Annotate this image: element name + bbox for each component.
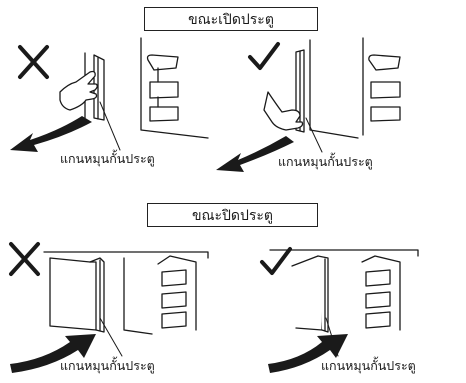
opening-title: ขณะเปิดประตู <box>144 7 318 31</box>
panel-close-right <box>260 247 419 373</box>
panel-open-wrong <box>10 37 209 152</box>
close-direction-arrow <box>10 334 96 373</box>
panel-close-wrong <box>9 242 209 373</box>
refrigerator-body <box>269 249 419 333</box>
close-direction-arrow <box>268 334 348 373</box>
hand-icon <box>59 70 98 111</box>
callout-label: แกนหมุนกั้นประตู <box>60 358 155 373</box>
callout-label: แกนหมุนกั้นประตู <box>60 151 155 166</box>
cross-icon <box>18 45 49 79</box>
open-direction-arrow <box>10 116 92 152</box>
hand-icon <box>263 91 304 131</box>
check-icon <box>260 247 292 275</box>
open-direction-arrow <box>216 136 294 172</box>
panel-open-right <box>216 37 401 172</box>
callout-label: แกนหมุนกั้นประตู <box>278 154 373 169</box>
callout-leader <box>99 317 123 357</box>
callout-leader <box>305 117 323 153</box>
closing-title: ขณะปิดประตู <box>147 203 318 227</box>
check-icon <box>248 42 280 70</box>
callout-leader <box>99 101 121 151</box>
callout-label: แกนหมุนกั้นประตู <box>321 358 416 373</box>
cross-icon <box>9 242 40 276</box>
callout-leader <box>325 317 339 357</box>
refrigerator-body <box>43 251 209 335</box>
refrigerator-door <box>84 37 209 139</box>
refrigerator-door <box>295 37 401 139</box>
